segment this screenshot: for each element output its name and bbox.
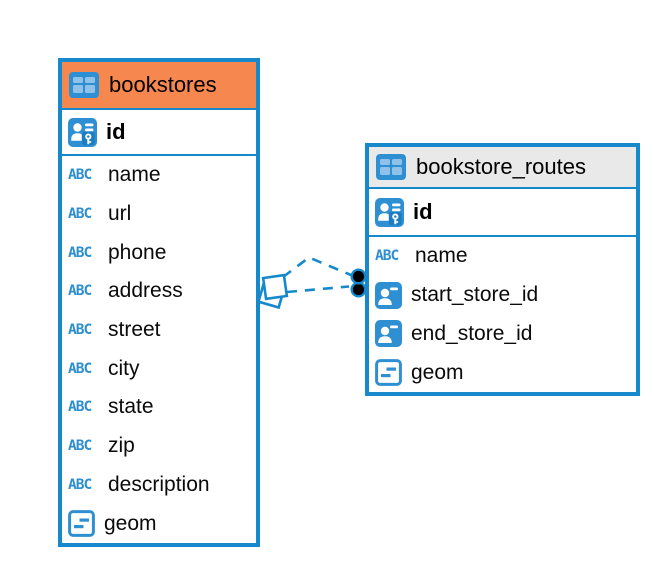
text-type-icon: ABC (68, 322, 92, 339)
foreign-key-icon (375, 320, 402, 348)
pk-row-id[interactable]: id (369, 189, 636, 237)
column-row-address[interactable]: ABC address (68, 279, 183, 303)
text-type-icon: ABC (68, 438, 92, 455)
relationship-target-dots (350, 268, 367, 298)
geometry-type-icon (375, 359, 402, 387)
column-row-geom[interactable]: geom (369, 353, 636, 392)
column-row-state[interactable]: ABC state (68, 395, 154, 419)
pk-row-id[interactable]: id (62, 110, 256, 156)
table-bookstores[interactable]: bookstores id ABC name ABC url (58, 58, 260, 547)
text-type-icon: ABC (68, 476, 92, 493)
text-type-icon: ABC (375, 248, 399, 265)
foreign-key-icon (375, 281, 402, 309)
column-row-start-store-id[interactable]: start_store_id (369, 276, 636, 315)
table-icon (69, 72, 99, 98)
table-title: bookstores (109, 72, 217, 97)
column-row-name[interactable]: ABC name (375, 244, 468, 268)
column-row-name[interactable]: ABC name (68, 163, 161, 187)
pk-label: id (106, 119, 126, 144)
geometry-type-icon (68, 510, 95, 537)
column-row-zip[interactable]: ABC zip (68, 434, 135, 458)
primary-key-icon (68, 117, 97, 147)
table-bookstore-routes-header[interactable]: bookstore_routes (369, 147, 636, 189)
column-row-url[interactable]: ABC url (68, 202, 132, 226)
column-row-street[interactable]: ABC street (68, 318, 161, 342)
table-title: bookstore_routes (416, 154, 586, 179)
column-row-phone[interactable]: ABC phone (68, 240, 167, 264)
relationship-source-symbol (256, 273, 289, 310)
table-bookstores-header[interactable]: bookstores (62, 62, 256, 110)
text-type-icon: ABC (68, 360, 92, 377)
text-type-icon: ABC (68, 244, 92, 261)
relationship-line-upper[interactable] (282, 256, 352, 279)
column-row-geom[interactable]: geom (62, 504, 256, 543)
table-bookstore-routes[interactable]: bookstore_routes id ABC name (365, 143, 640, 396)
primary-key-icon (375, 197, 404, 227)
column-row-end-store-id[interactable]: end_store_id (369, 315, 636, 354)
relationship-line-lower[interactable] (286, 285, 350, 294)
text-type-icon: ABC (68, 399, 92, 416)
text-type-icon: ABC (68, 167, 92, 184)
pk-label: id (413, 199, 433, 224)
text-type-icon: ABC (68, 206, 92, 223)
table-icon (376, 154, 406, 180)
column-row-description[interactable]: ABC description (68, 472, 210, 496)
text-type-icon: ABC (68, 283, 92, 300)
column-row-city[interactable]: ABC city (68, 356, 140, 380)
